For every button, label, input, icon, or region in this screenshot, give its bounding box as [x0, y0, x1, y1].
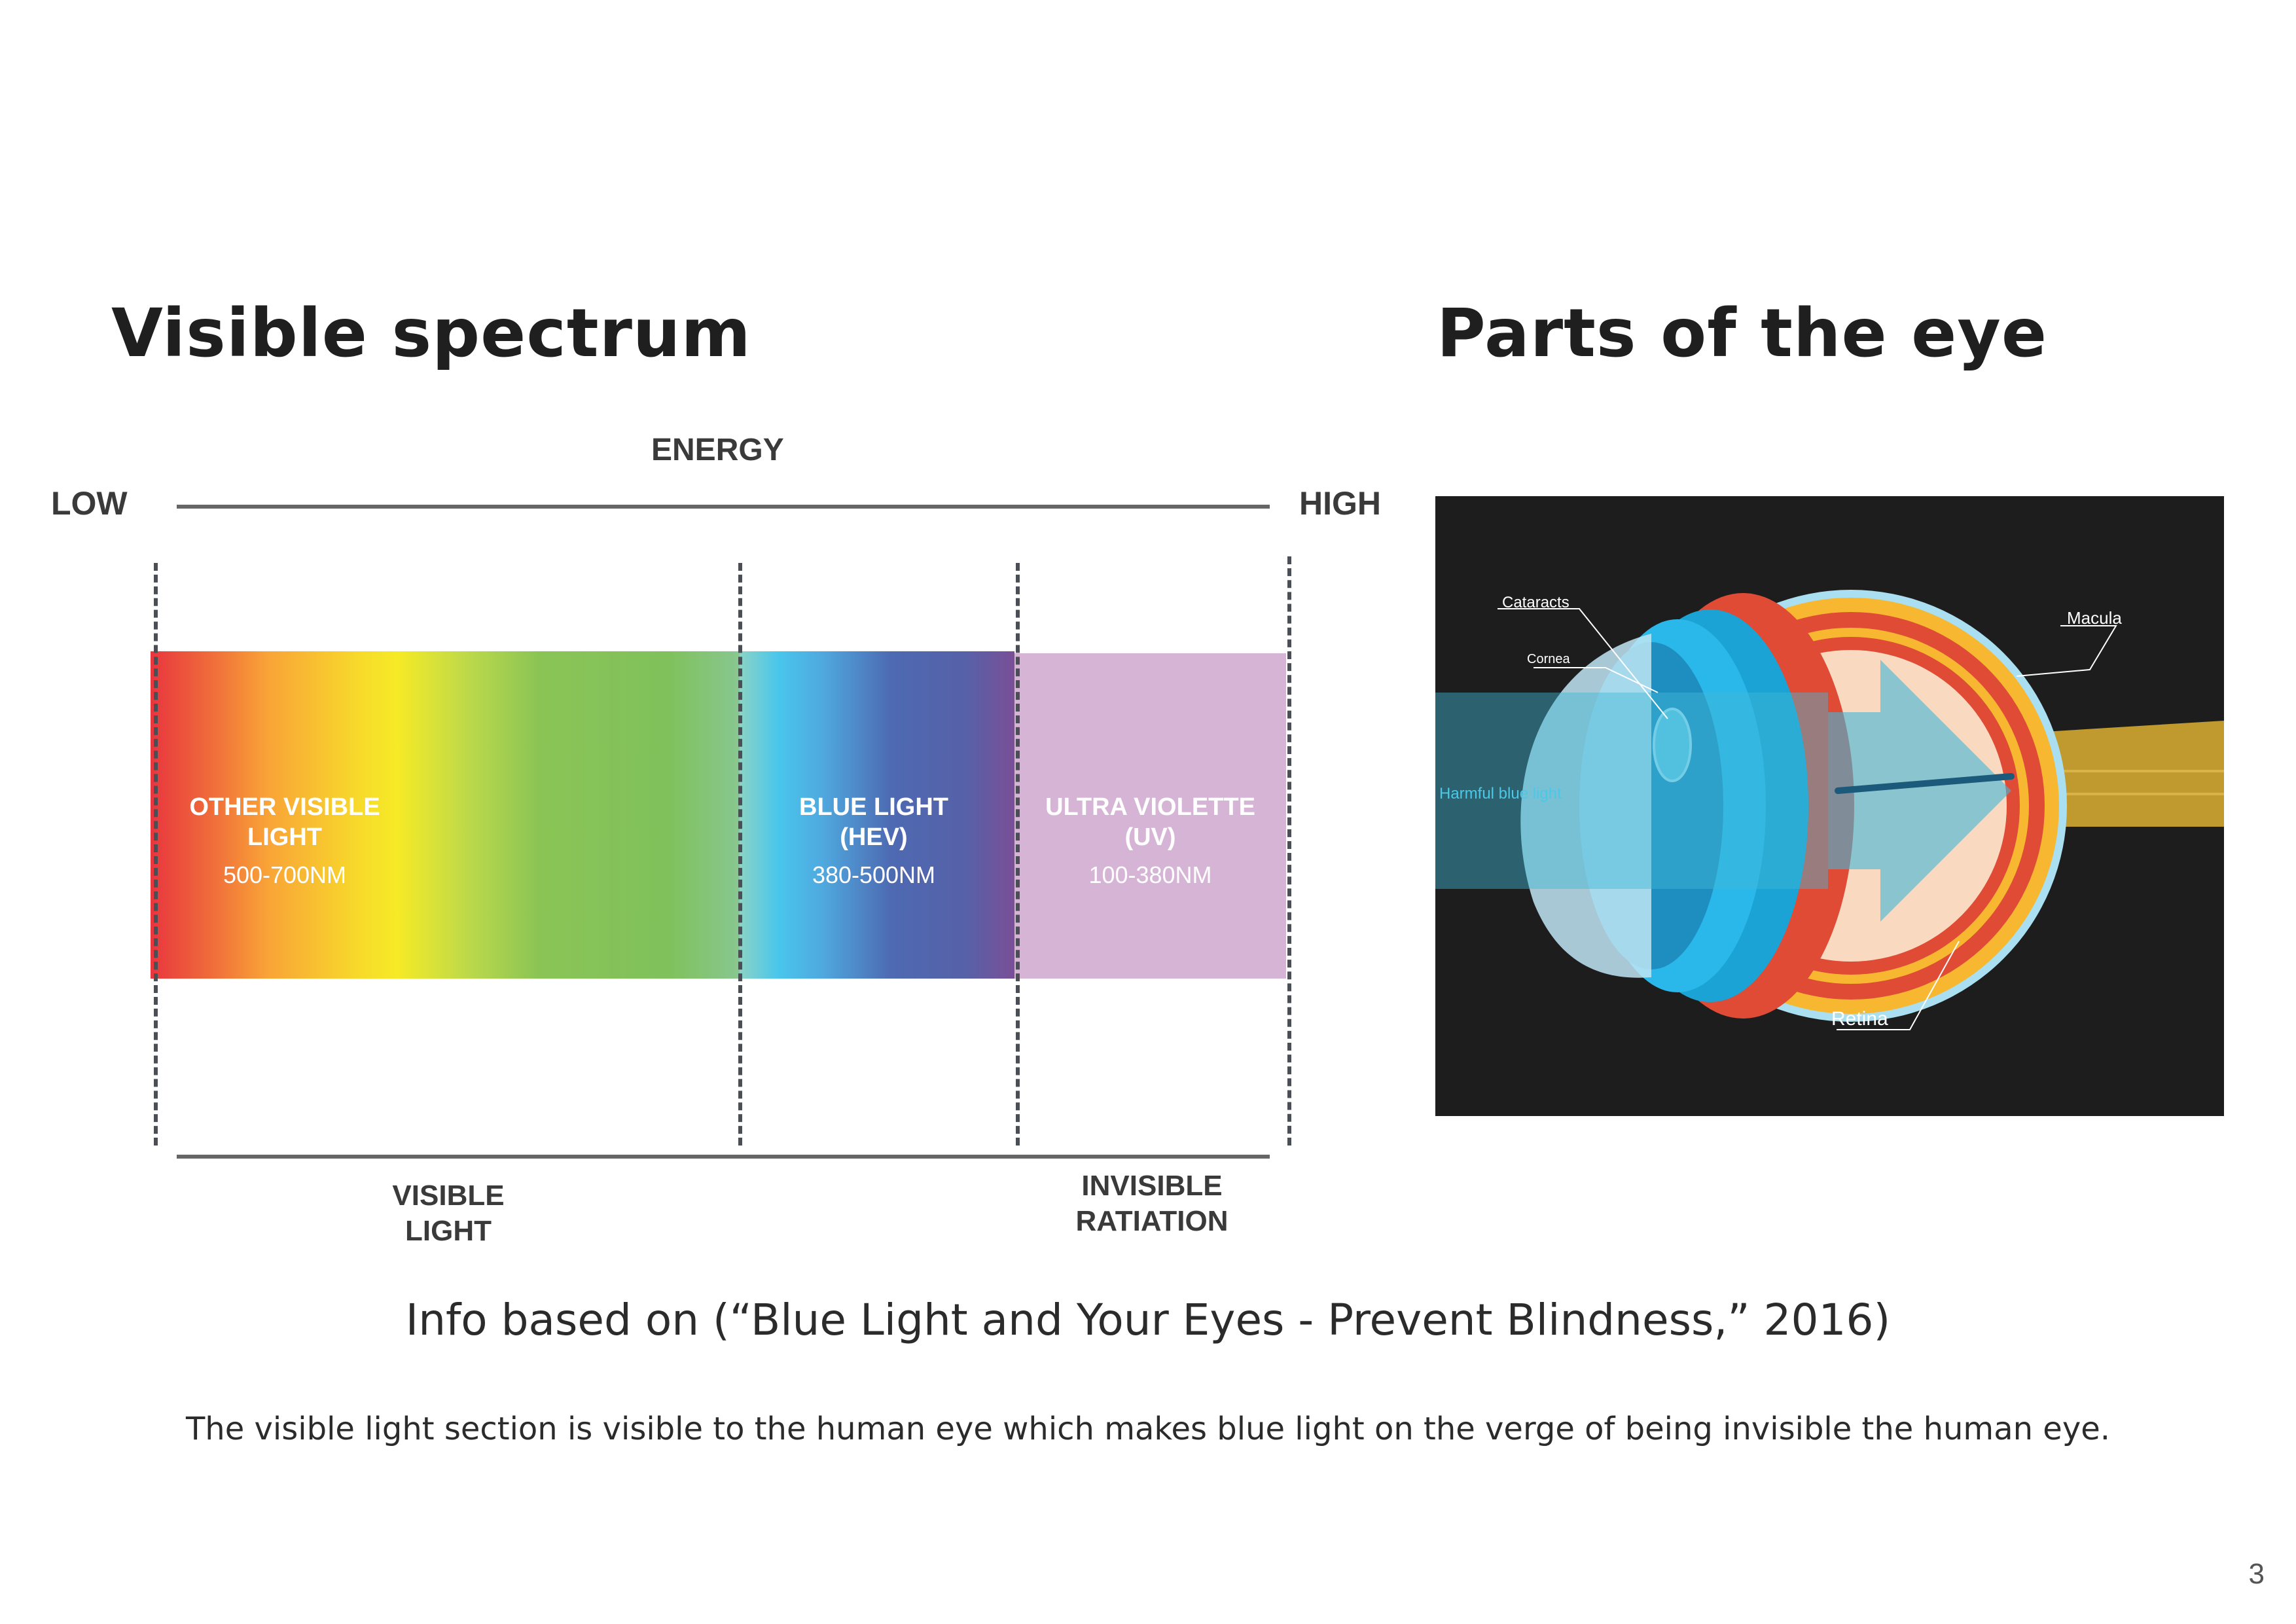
- energy-low-label: LOW: [51, 485, 128, 522]
- retina-label: Retina: [1831, 1008, 1888, 1030]
- cornea: [1520, 634, 1651, 978]
- band-other-visible: [151, 651, 740, 979]
- cornea-label: Cornea: [1527, 652, 1570, 666]
- divider-dashed-line: [1287, 556, 1291, 1146]
- energy-label: ENERGY: [651, 433, 784, 467]
- invisible-label-line2: RATIATION: [1075, 1205, 1229, 1237]
- energy-high-label: HIGH: [1299, 485, 1381, 522]
- energy-axis-line: [177, 505, 1270, 509]
- band-name-line1: BLUE LIGHT: [799, 793, 948, 821]
- visible-label-line1: VISIBLE: [392, 1180, 505, 1212]
- band-range: 380-500NM: [812, 861, 936, 888]
- optic-nerve: [2044, 721, 2224, 827]
- band-label-blue-light: BLUE LIGHT (HEV) 380-500NM: [740, 792, 1008, 889]
- band-blue-light: [740, 651, 1014, 979]
- band-label-other-visible: OTHER VISIBLE LIGHT 500-700NM: [151, 792, 419, 889]
- blue-light-arrow: [1828, 660, 2011, 922]
- band-range: 100-380NM: [1088, 861, 1212, 888]
- title-visible-spectrum: Visible spectrum: [111, 295, 751, 372]
- band-name-line2: (HEV): [840, 823, 908, 851]
- divider-dashed-line: [1016, 563, 1020, 1146]
- invisible-radiation-label: INVISIBLE RATIATION: [1041, 1168, 1263, 1239]
- band-label-ultra-violet: ULTRA VIOLETTE (UV) 100-380NM: [1014, 792, 1286, 889]
- eye-diagram: Cataracts Cornea Macula Retina Harmful b…: [1435, 496, 2224, 1116]
- page-number: 3: [2248, 1558, 2265, 1590]
- blue-light-label: Harmful blue light: [1439, 785, 1562, 803]
- band-name-line2: LIGHT: [247, 823, 322, 851]
- citation-text: Info based on (“Blue Light and Your Eyes…: [405, 1295, 1891, 1345]
- invisible-label-line1: INVISIBLE: [1081, 1170, 1223, 1202]
- band-range: 500-700NM: [223, 861, 347, 888]
- divider-dashed-line: [154, 563, 158, 1146]
- band-name-line1: ULTRA VIOLETTE: [1045, 793, 1255, 821]
- band-ultra-violet: [1014, 653, 1286, 979]
- eye-illustration: Cataracts Cornea Macula Retina Harmful b…: [1435, 496, 2224, 1116]
- cataracts-label: Cataracts: [1502, 594, 1570, 611]
- band-name-line1: OTHER VISIBLE: [189, 793, 380, 821]
- visible-label-line2: LIGHT: [405, 1215, 492, 1247]
- macula-label: Macula: [2067, 608, 2122, 628]
- caption-text: The visible light section is visible to …: [185, 1411, 2111, 1447]
- visible-light-label: VISIBLE LIGHT: [337, 1178, 560, 1249]
- divider-dashed-line: [738, 563, 742, 1146]
- title-parts-of-eye: Parts of the eye: [1437, 295, 2048, 372]
- band-name-line2: (UV): [1124, 823, 1176, 851]
- bottom-axis-line: [177, 1155, 1270, 1159]
- blue-light-beam: [1435, 693, 1828, 889]
